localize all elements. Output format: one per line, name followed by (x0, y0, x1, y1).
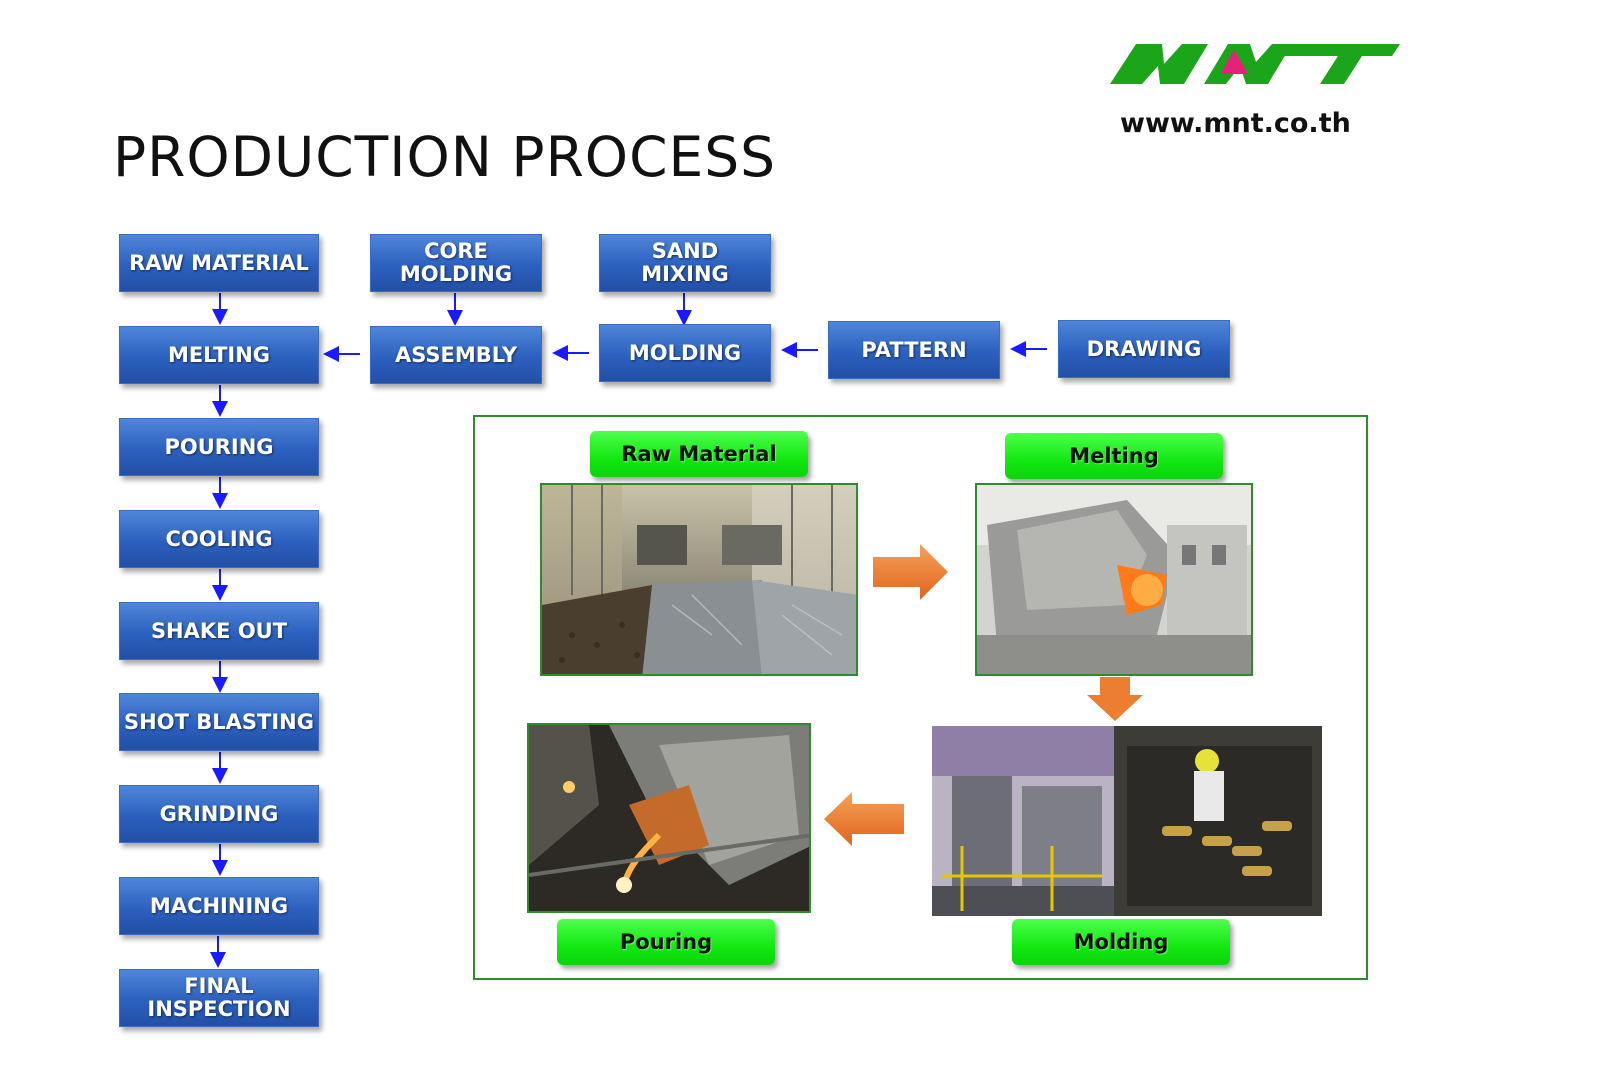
arrow-left-icon (824, 792, 904, 846)
step-cooling: COOLING (119, 510, 319, 568)
label-melting: Melting (1005, 433, 1223, 479)
step-machining: MACHINING (119, 877, 319, 935)
page-title: PRODUCTION PROCESS (113, 125, 777, 189)
arrow-right-icon (873, 544, 948, 600)
photo-pouring (527, 723, 811, 913)
step-melting: MELTING (119, 326, 319, 384)
step-sand-mixing: SAND MIXING (599, 234, 771, 292)
process-photo-panel (473, 415, 1368, 980)
step-molding: MOLDING (599, 324, 771, 382)
photo-molding (932, 726, 1322, 916)
step-core-molding: CORE MOLDING (370, 234, 542, 292)
step-raw-material: RAW MATERIAL (119, 234, 319, 292)
mnt-logo (1110, 44, 1400, 84)
step-assembly: ASSEMBLY (370, 326, 542, 384)
step-drawing: DRAWING (1058, 320, 1230, 378)
step-grinding: GRINDING (119, 785, 319, 843)
website-url[interactable]: www.mnt.co.th (1120, 108, 1351, 139)
photo-melting (975, 483, 1253, 676)
step-shot-blasting: SHOT BLASTING (119, 693, 319, 751)
step-pouring: POURING (119, 418, 319, 476)
label-raw-material: Raw Material (590, 431, 808, 477)
step-shake-out: SHAKE OUT (119, 602, 319, 660)
step-pattern: PATTERN (828, 321, 1000, 379)
arrow-down-icon (1087, 677, 1143, 721)
photo-raw-material (540, 483, 858, 676)
step-final-inspection: FINAL INSPECTION (119, 969, 319, 1027)
label-molding: Molding (1012, 919, 1230, 965)
label-pouring: Pouring (557, 919, 775, 965)
